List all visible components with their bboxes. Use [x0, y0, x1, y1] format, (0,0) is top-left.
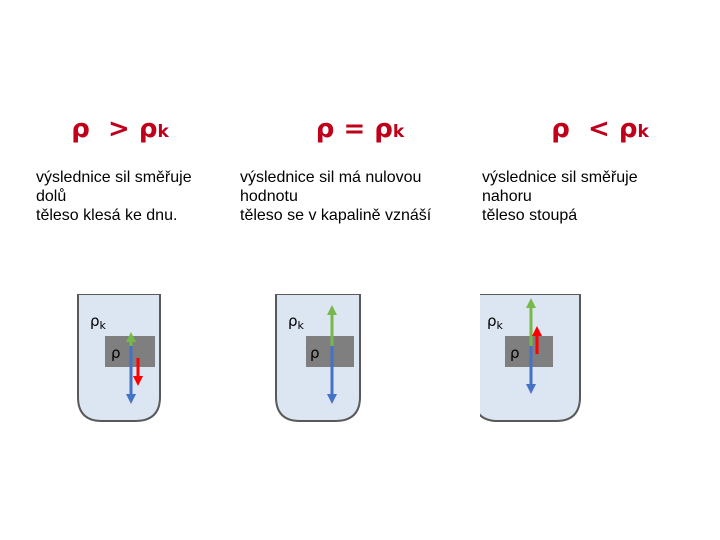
body-density-symbol: ρ: [71, 114, 90, 144]
body-density-symbol: ρ: [551, 114, 570, 144]
liquid-density-symbol: ρ: [619, 114, 638, 144]
description-text: výslednice sil směřuje dolů těleso klesá…: [36, 168, 236, 225]
panel-density-less: ρ < ρk výslednice sil směřuje nahoru těl…: [480, 0, 720, 540]
description-line: těleso klesá ke dnu.: [36, 206, 236, 225]
panel-density-equal: ρ = ρk výslednice sil má nulovou hodnotu…: [240, 0, 480, 540]
liquid-density-subscript: k: [637, 122, 648, 142]
beaker-diagram: ρk ρ: [480, 280, 720, 430]
white-mask-top: [70, 280, 170, 294]
density-comparison-heading: ρ > ρk: [0, 114, 240, 144]
description-line: výslednice sil směřuje: [36, 168, 236, 187]
comparison-operator: =: [343, 114, 365, 144]
description-line: těleso se v kapalině vznáší: [240, 206, 440, 225]
comparison-operator: >: [108, 114, 130, 144]
white-mask-top: [480, 280, 590, 294]
panel-density-greater: ρ > ρk výslednice sil směřuje dolů těles…: [0, 0, 240, 540]
body-density-label: ρ: [510, 344, 520, 362]
white-mask-top: [268, 280, 368, 294]
beaker-diagram: ρk ρ: [0, 280, 240, 430]
liquid-density-symbol: ρ: [374, 114, 393, 144]
density-comparison-heading: ρ = ρk: [240, 114, 480, 144]
beaker-diagram: ρk ρ: [240, 280, 480, 430]
description-line: výslednice sil má nulovou: [240, 168, 440, 187]
liquid-density-symbol: ρ: [139, 114, 158, 144]
description-line: nahoru: [482, 187, 682, 206]
description-text: výslednice sil má nulovou hodnotu těleso…: [240, 168, 440, 225]
description-line: hodnotu: [240, 187, 440, 206]
body-density-symbol: ρ: [316, 114, 335, 144]
description-line: dolů: [36, 187, 236, 206]
description-line: těleso stoupá: [482, 206, 682, 225]
liquid-density-subscript: k: [393, 122, 404, 142]
density-comparison-heading: ρ < ρk: [480, 114, 720, 144]
description-text: výslednice sil směřuje nahoru těleso sto…: [482, 168, 682, 225]
comparison-operator: <: [588, 114, 610, 144]
description-line: výslednice sil směřuje: [482, 168, 682, 187]
body-density-label: ρ: [111, 344, 121, 362]
liquid-density-subscript: k: [157, 122, 168, 142]
body-density-label: ρ: [310, 344, 320, 362]
